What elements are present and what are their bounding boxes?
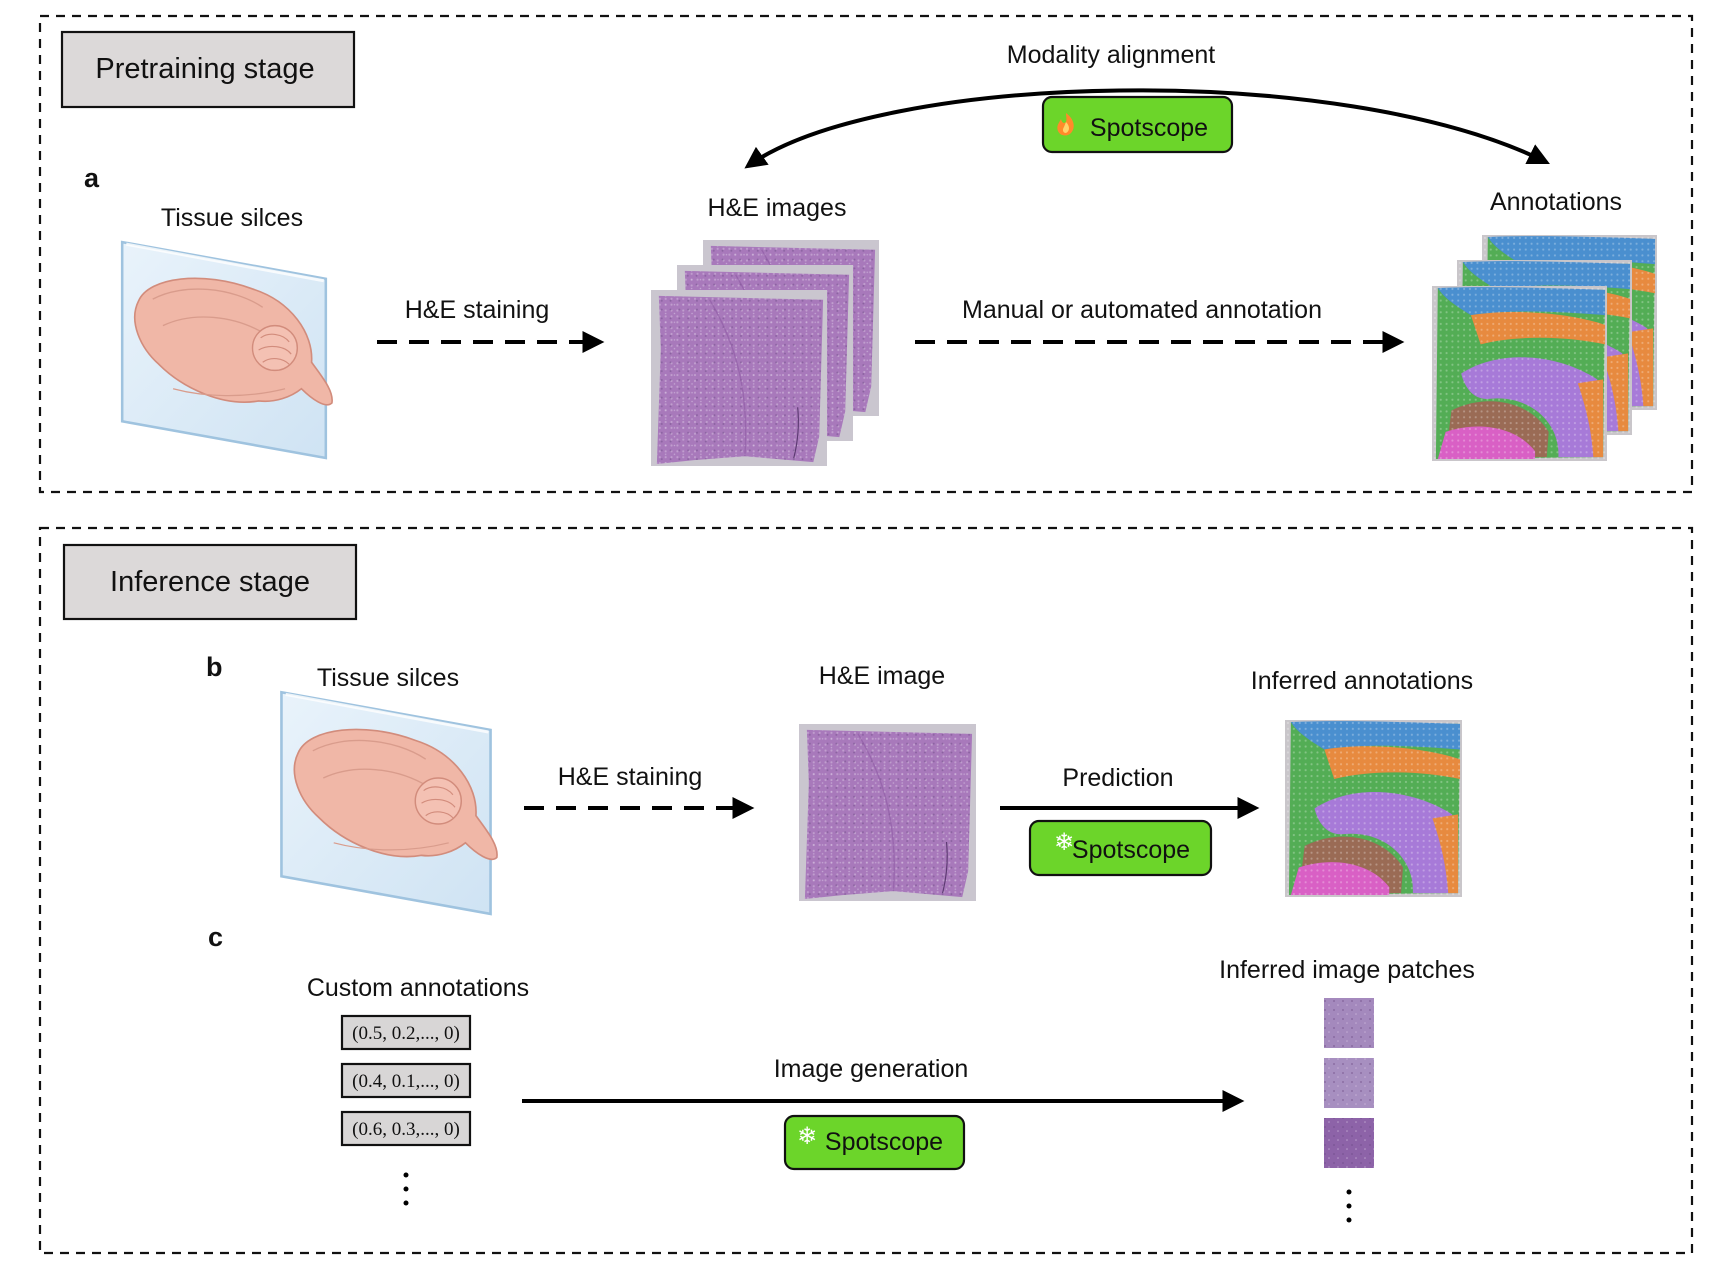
- vector-ellipsis: [403, 1172, 409, 1206]
- pretraining-stage-title-box: Pretraining stage: [60, 30, 356, 109]
- panel-letter-a: a: [84, 163, 100, 193]
- tissue-slices-label-b: Tissue silces: [317, 664, 459, 692]
- tissue-slice-illustration-a: [120, 240, 334, 460]
- image-generation-label: Image generation: [774, 1055, 969, 1083]
- snowflake-icon: ❄: [1054, 829, 1074, 856]
- patch-ellipsis: [1346, 1189, 1352, 1223]
- tissue-slices-label-a: Tissue silces: [161, 204, 303, 232]
- panel-letter-c: c: [208, 922, 223, 952]
- custom-annotations-label: Custom annotations: [307, 974, 529, 1002]
- spotscope-label-c: Spotscope: [825, 1128, 943, 1156]
- spotscope-label-b: Spotscope: [1072, 836, 1190, 864]
- modality-alignment-label: Modality alignment: [1007, 41, 1215, 69]
- he-staining-label-a: H&E staining: [405, 296, 550, 324]
- vector-1: (0.5, 0.2,..., 0): [352, 1023, 460, 1044]
- image-patch-2: [1324, 1058, 1374, 1108]
- inference-stage-title: Inference stage: [110, 566, 310, 598]
- pretraining-stage-frame: [38, 14, 1694, 494]
- pretraining-stage-title: Pretraining stage: [95, 53, 314, 85]
- inferred-annotation-map: [1285, 720, 1462, 897]
- vector-3: (0.6, 0.3,..., 0): [352, 1119, 460, 1140]
- inferred-patches-label: Inferred image patches: [1219, 956, 1475, 984]
- panel-letter-b: b: [206, 652, 223, 682]
- he-image-label: H&E image: [819, 662, 945, 690]
- vector-box-3: (0.6, 0.3,..., 0): [340, 1110, 472, 1147]
- he-image: [799, 724, 976, 901]
- spotscope-badge-frozen-b: ❄ Spotscope: [1028, 819, 1213, 877]
- inference-stage-title-box: Inference stage: [62, 543, 358, 621]
- he-image-stack: [651, 240, 879, 466]
- spotscope-badge-trainable: Spotscope: [1041, 95, 1234, 154]
- flame-icon: [1057, 113, 1074, 136]
- prediction-label: Prediction: [1062, 764, 1173, 792]
- vector-2: (0.4, 0.1,..., 0): [352, 1071, 460, 1092]
- image-patch-3: [1324, 1118, 1374, 1168]
- tissue-slice-illustration-b: [279, 690, 499, 916]
- vector-box-1: (0.5, 0.2,..., 0): [340, 1014, 472, 1051]
- annotation-stack: [1432, 235, 1657, 461]
- he-staining-label-b: H&E staining: [558, 763, 703, 791]
- snowflake-icon: ❄: [797, 1123, 817, 1150]
- vector-box-2: (0.4, 0.1,..., 0): [340, 1062, 472, 1099]
- spotscope-label-a: Spotscope: [1090, 114, 1208, 142]
- inference-stage-frame: [38, 526, 1694, 1255]
- spotscope-badge-frozen-c: ❄ Spotscope: [783, 1114, 966, 1171]
- modality-alignment-arrow: [744, 88, 1550, 169]
- image-patch-1: [1324, 998, 1374, 1048]
- annotation-step-label: Manual or automated annotation: [962, 296, 1322, 324]
- he-images-label: H&E images: [708, 194, 847, 222]
- annotations-label: Annotations: [1490, 188, 1622, 216]
- inferred-annotations-label: Inferred annotations: [1251, 667, 1473, 695]
